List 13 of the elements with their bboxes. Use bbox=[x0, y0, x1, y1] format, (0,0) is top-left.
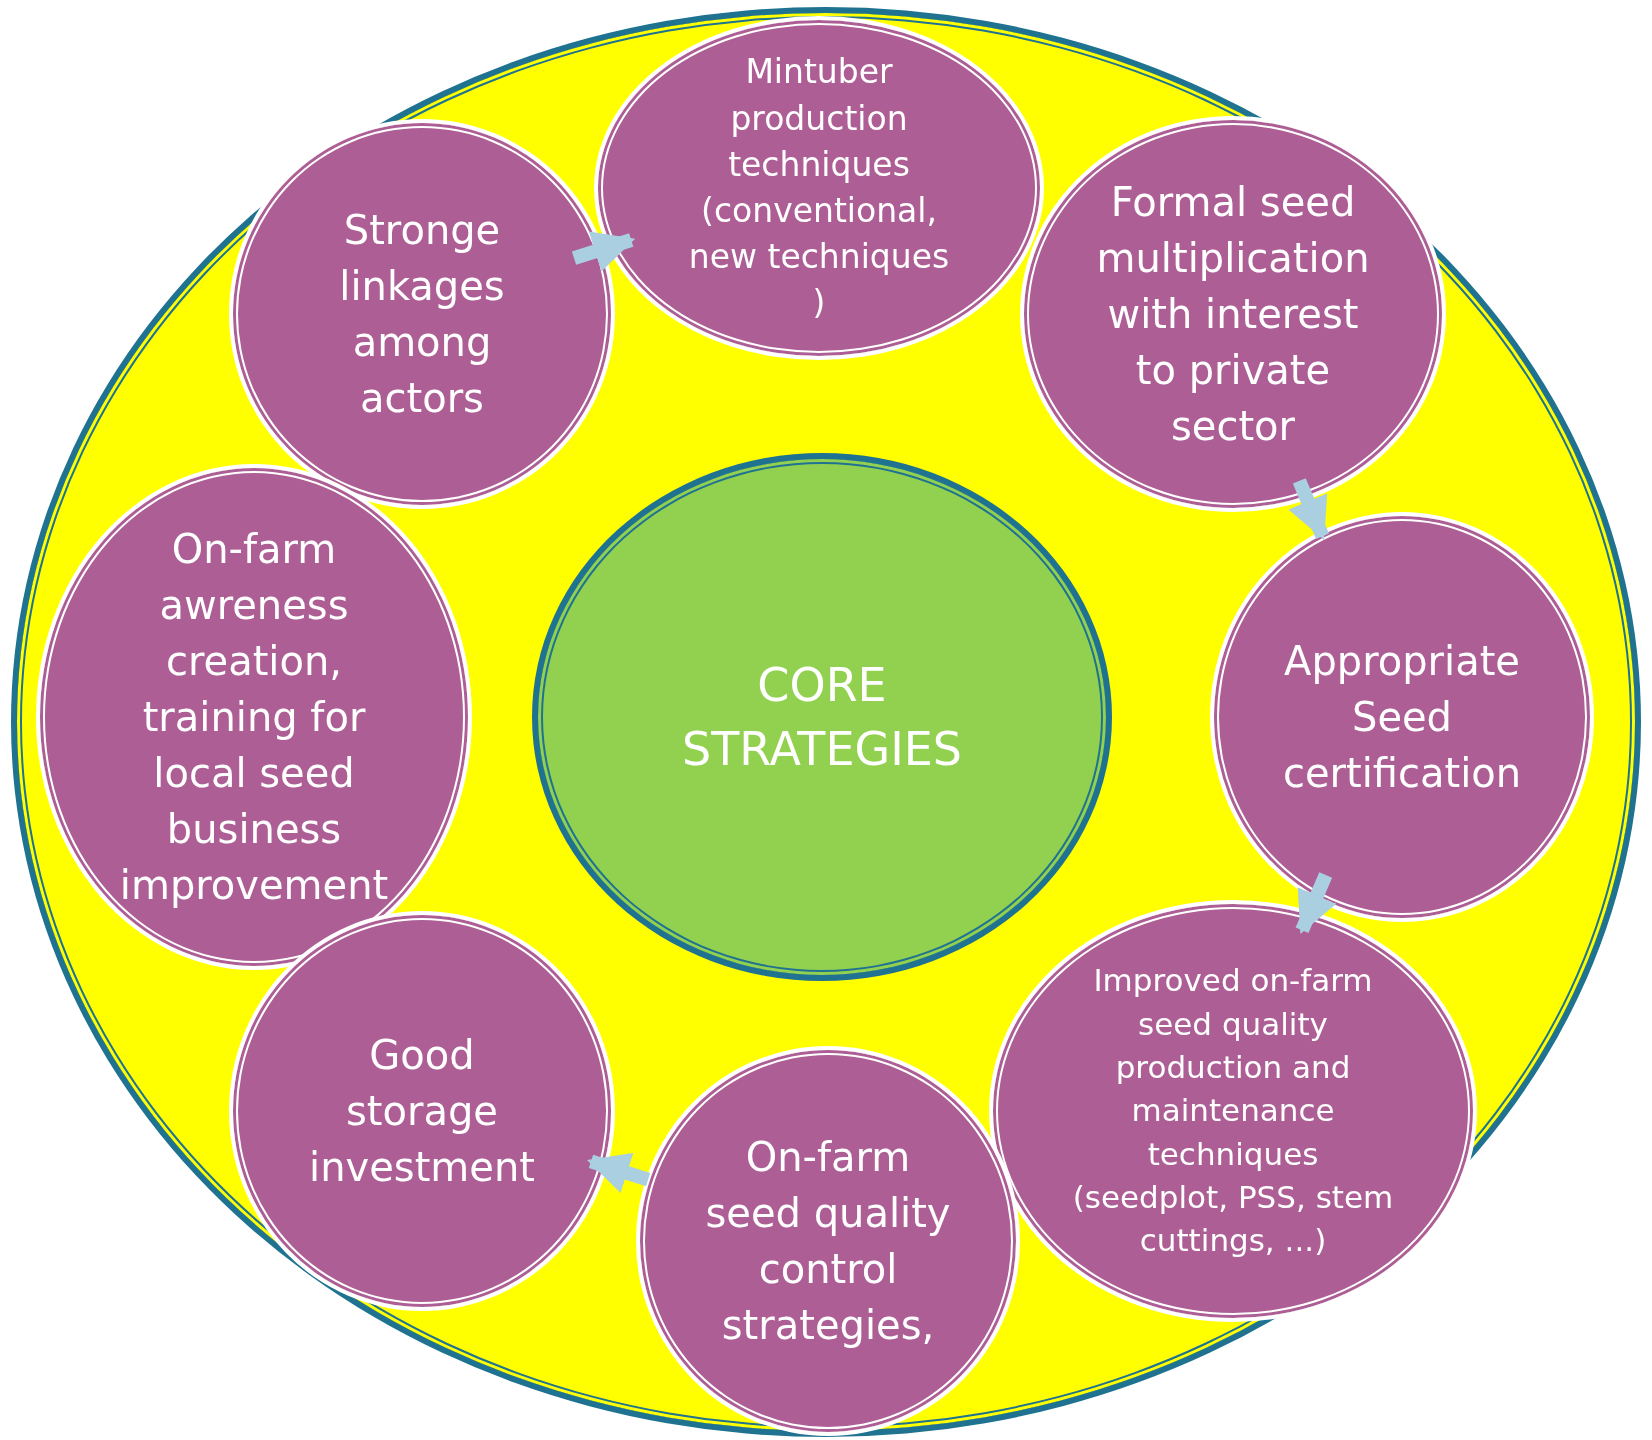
strategy-label: On-farm seed quality control strategies, bbox=[704, 1133, 952, 1350]
strategy-label: Good storage investment bbox=[308, 1031, 536, 1192]
strategy-label: Appropriate Seed certification bbox=[1281, 637, 1523, 798]
arrow bbox=[1288, 477, 1329, 540]
core-label: CORE STRATEGIES bbox=[681, 656, 963, 778]
arrow bbox=[587, 1152, 651, 1193]
arrow bbox=[1295, 871, 1337, 934]
strategy-label: Stronge linkages among actors bbox=[338, 206, 506, 423]
strategy-label: Mintuber production techniques (conventional, new techniques ) bbox=[687, 51, 951, 325]
strategy-label: On-farm awreness creation, training for local seed business improvement bbox=[118, 525, 390, 910]
arrow bbox=[571, 231, 636, 272]
strategy-label: Improved on-farm seed quality production and maintenance techniques (seedplot, PSS, stem cuttings, ...) bbox=[1071, 961, 1395, 1261]
strategy-label: Formal seed multiplication with interest to private sector bbox=[1095, 178, 1371, 451]
